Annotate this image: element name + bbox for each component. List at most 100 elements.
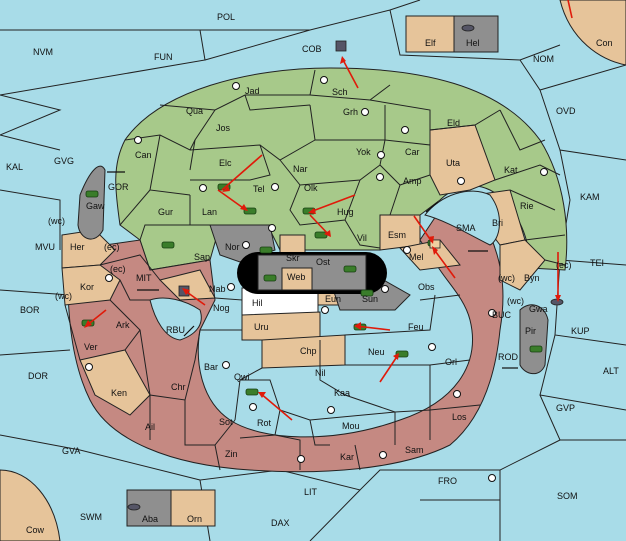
province-label: Sap <box>194 252 210 262</box>
province-label: Esm <box>388 230 406 240</box>
province-label: Bri <box>492 218 503 228</box>
province-label: Jos <box>216 123 231 133</box>
province-label: Kaa <box>334 388 350 398</box>
province-label: Web <box>287 272 305 282</box>
province-label: Ver <box>84 342 98 352</box>
army-unit <box>395 350 409 358</box>
province-label: GOR <box>108 182 129 192</box>
province-label: SMA <box>456 223 476 233</box>
province-label: MIT <box>136 273 152 283</box>
province-label: Olk <box>304 183 318 193</box>
province-label: ROD <box>498 352 519 362</box>
province-label: Gaw <box>86 201 105 211</box>
province-label: Chr <box>171 382 186 392</box>
province-mel[interactable] <box>399 239 461 271</box>
province-label: Hil <box>252 298 263 308</box>
province-label: Sch <box>332 87 348 97</box>
province-label: Chp <box>300 346 317 356</box>
province-label: (ec) <box>110 264 126 274</box>
province-label: FRO <box>438 476 457 486</box>
army-unit <box>529 345 543 353</box>
province-label: Lan <box>202 207 217 217</box>
province-label: Can <box>135 150 152 160</box>
province-label: Sam <box>405 445 424 455</box>
province-label: GVG <box>54 156 74 166</box>
army-units[interactable] <box>81 183 543 396</box>
province-label: POL <box>217 12 235 22</box>
province-label: Eun <box>325 294 341 304</box>
province-label: Amp <box>403 176 422 186</box>
province-label: Uta <box>446 158 460 168</box>
province-label: DOR <box>28 371 49 381</box>
province-label: Zin <box>225 449 238 459</box>
army-unit <box>343 265 357 273</box>
province-label: Tel <box>253 184 265 194</box>
province-label: KAL <box>6 162 23 172</box>
crossing-markers <box>107 171 518 369</box>
province-hel[interactable] <box>453 15 499 53</box>
province-label: Yok <box>356 147 371 157</box>
province-label: BUC <box>492 310 512 320</box>
province-label: Rot <box>257 418 272 428</box>
army-unit <box>245 388 259 396</box>
province-ken[interactable] <box>79 349 151 416</box>
army-unit <box>161 241 175 249</box>
arrow-heads <box>84 56 561 398</box>
province-label: GVA <box>62 446 80 456</box>
province-label: DAX <box>271 518 290 528</box>
province-label: (wc) <box>498 273 515 283</box>
province-label: Qua <box>186 106 203 116</box>
bay-sma[interactable] <box>424 190 500 246</box>
army-unit <box>85 190 99 198</box>
province-label: Sun <box>362 294 378 304</box>
province-label: (wc) <box>507 296 524 306</box>
bay-rbu[interactable] <box>149 297 202 341</box>
province-label: NOM <box>533 54 554 64</box>
province-label: FUN <box>154 52 173 62</box>
province-pir[interactable] <box>519 304 549 375</box>
province-label: (wc) <box>48 216 65 226</box>
province-label: Car <box>405 147 420 157</box>
province-label: BOR <box>20 305 40 315</box>
province-label: Aba <box>142 514 158 524</box>
province-label: Vil <box>357 233 367 243</box>
province-label: Elf <box>425 38 436 48</box>
province-label: NVM <box>33 47 53 57</box>
province-label: (ec) <box>104 242 120 252</box>
province-label: Obs <box>418 282 435 292</box>
province-label: KAM <box>580 192 600 202</box>
army-unit <box>259 246 273 254</box>
province-label: Grh <box>343 107 358 117</box>
province-label: Nar <box>293 164 308 174</box>
army-unit <box>263 274 277 282</box>
province-label: Jad <box>245 86 260 96</box>
province-label: Her <box>70 242 85 252</box>
province-label: Skr <box>286 253 300 263</box>
province-orn[interactable] <box>170 489 216 527</box>
province-label: Con <box>596 38 613 48</box>
province-label: SOM <box>557 491 578 501</box>
province-label: KUP <box>571 326 590 336</box>
province-kor[interactable] <box>61 264 121 306</box>
province-label: Eld <box>447 118 460 128</box>
province-byn[interactable] <box>499 239 546 291</box>
province-label: (wc) <box>55 291 72 301</box>
province-borders <box>64 69 566 471</box>
province-gaw[interactable] <box>77 165 106 240</box>
province-label: COB <box>302 44 322 54</box>
province-label: Pir <box>525 326 536 336</box>
province-label: Mel <box>409 252 424 262</box>
province-label: Mou <box>342 421 360 431</box>
province-label: SWM <box>80 512 102 522</box>
province-label: Ken <box>111 388 127 398</box>
province-label: Ost <box>316 257 331 267</box>
province-label: Byn <box>524 273 540 283</box>
province-label: Orn <box>187 514 202 524</box>
province-label: Ail <box>145 422 155 432</box>
province-web[interactable] <box>281 267 313 291</box>
army-unit <box>360 289 374 297</box>
province-label: Elc <box>219 158 232 168</box>
province-label: TEI <box>590 258 604 268</box>
